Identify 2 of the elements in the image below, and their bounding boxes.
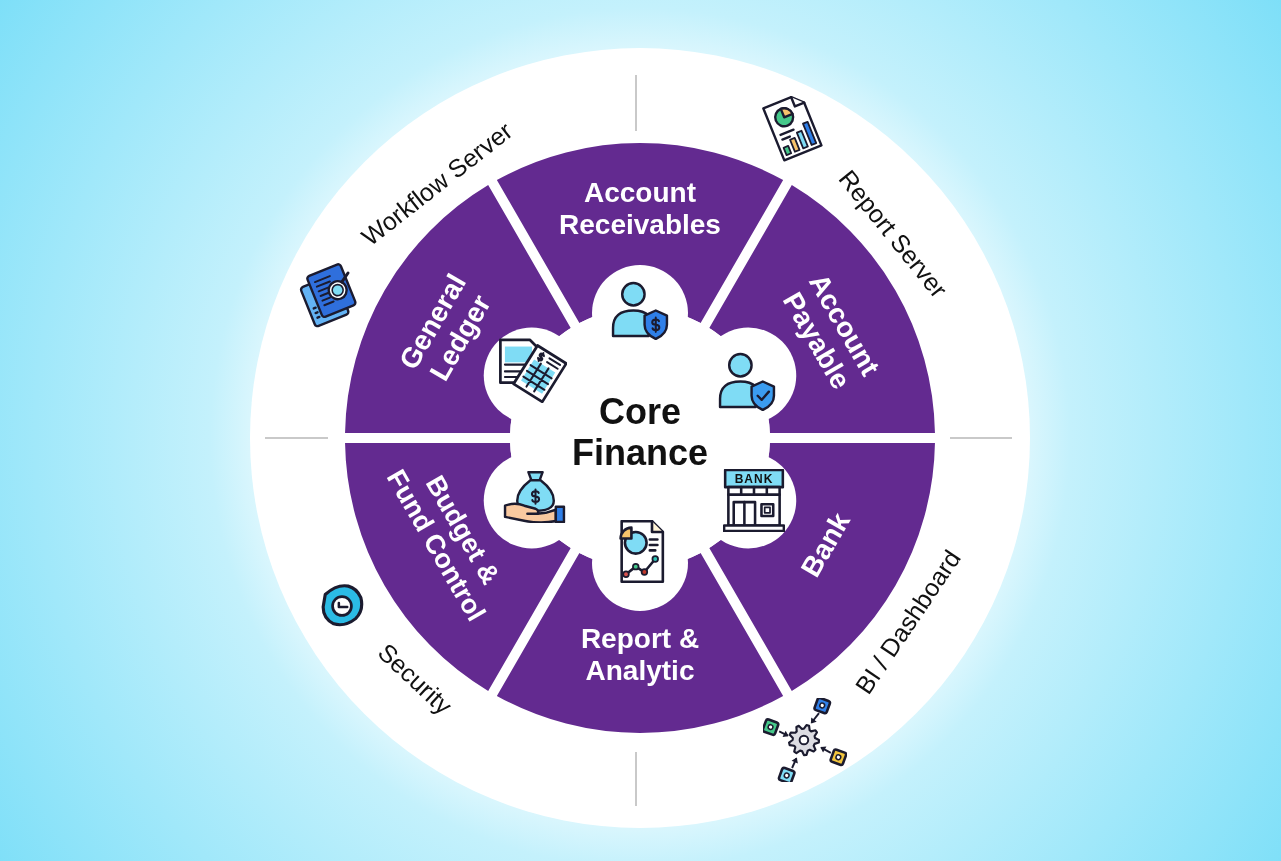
segment-label: Report & Analytic bbox=[579, 622, 701, 688]
segment-label: Account Receivables bbox=[558, 176, 722, 242]
